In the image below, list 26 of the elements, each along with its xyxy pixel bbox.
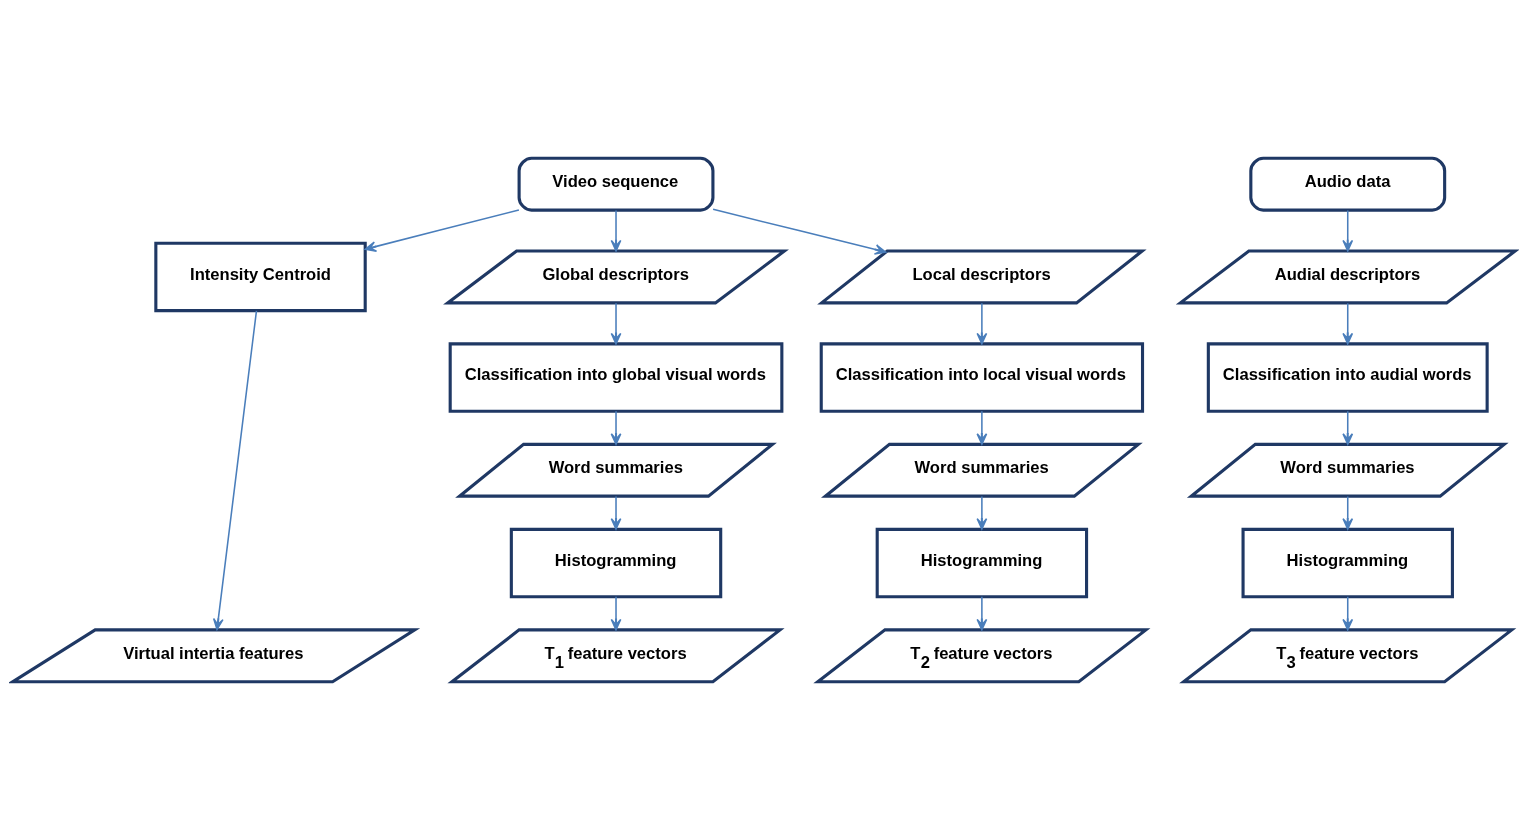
node-box: Histogramming xyxy=(875,527,1088,598)
node-box: Histogramming xyxy=(509,527,722,598)
arrow xyxy=(1341,410,1353,445)
node-box: Histogramming xyxy=(1241,527,1454,598)
arrow xyxy=(610,410,621,445)
arrow xyxy=(1341,595,1353,630)
arrow xyxy=(975,595,987,630)
arrow xyxy=(1341,302,1353,345)
arrow xyxy=(610,595,621,630)
arrow xyxy=(212,309,257,630)
arrow xyxy=(711,208,886,255)
arrow xyxy=(610,495,621,530)
node-box: Classification into global visual words xyxy=(448,341,783,413)
arrow xyxy=(610,302,621,345)
arrow xyxy=(610,209,621,252)
arrow xyxy=(975,495,987,530)
arrow xyxy=(1341,209,1353,252)
node-box: Intensity Centroid xyxy=(153,241,367,312)
node-box: Classification into audial words xyxy=(1206,341,1489,413)
node-box: Classification into local visual words xyxy=(819,341,1144,413)
arrow xyxy=(975,410,987,445)
arrow xyxy=(1341,495,1353,530)
arrow xyxy=(364,208,520,252)
arrow xyxy=(975,302,987,345)
node-box: Video sequence xyxy=(517,156,714,212)
node-box: Audio data xyxy=(1248,156,1446,212)
